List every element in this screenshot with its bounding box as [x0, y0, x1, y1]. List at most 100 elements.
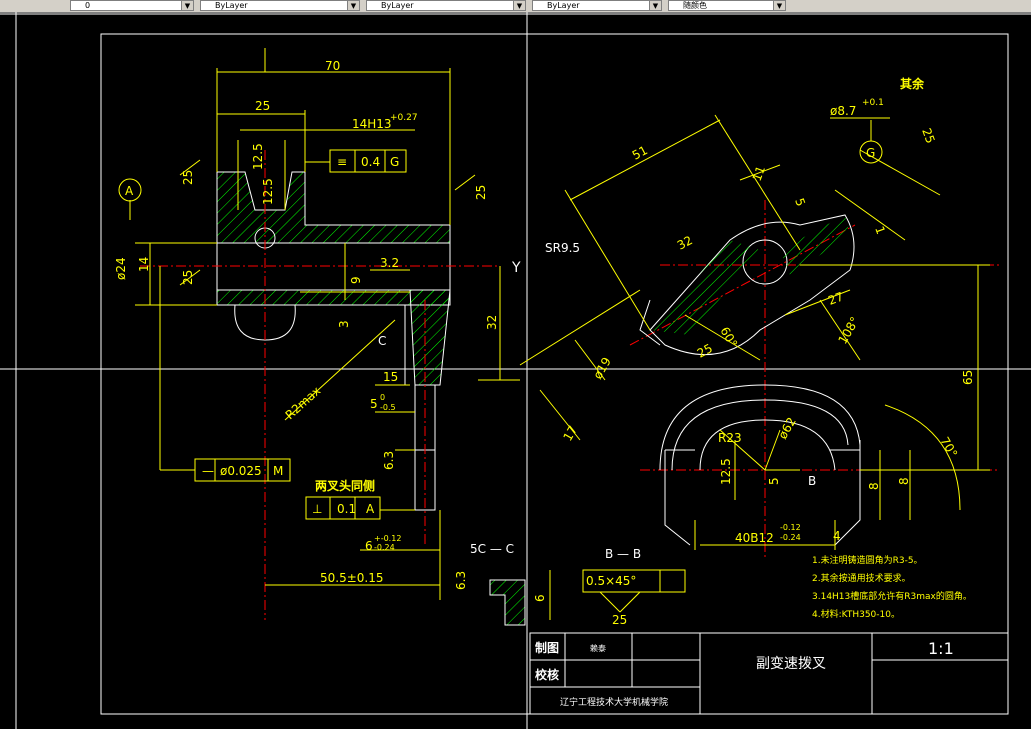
rough-6-3: 6.3 [382, 451, 396, 470]
perp-datum: A [366, 502, 375, 516]
drawing-canvas[interactable]: 70 25 14H13 +0.27 12.5 12.5 ≡ 0.4 G 25 2… [0, 12, 1031, 729]
dim-40b12: 40B12 [735, 531, 774, 545]
layer-dropdown[interactable]: 0 ▼ [70, 0, 194, 11]
rough-left-mid: 25 [181, 270, 195, 285]
flatness-symbol: ≡ [337, 155, 347, 169]
note-1: 1.未注明铸造圆角为R3-5。 [812, 554, 923, 566]
dim-32: 32 [485, 315, 499, 330]
dim-32: 32 [675, 233, 695, 253]
scale-value: 1:1 [928, 639, 954, 658]
dim-14h13: 14H13 [352, 117, 392, 131]
dim-40b12-tol-up: -0.12 [780, 523, 801, 532]
dim-6-tol: +-0.12 [374, 534, 401, 543]
pos-symbol: — [202, 464, 214, 478]
dim-8a: 8 [867, 482, 881, 490]
rough-right-top: 25 [474, 185, 488, 200]
chevron-down-icon[interactable]: ▼ [181, 1, 193, 10]
chamfer: 0.5×45° [586, 574, 636, 588]
dim-11: 11 [750, 164, 768, 183]
dim-d62: ø62 [775, 415, 798, 442]
rest-rough: 其余 [900, 76, 925, 91]
pos-modifier: M [273, 464, 283, 478]
dim-17: 17 [560, 423, 580, 443]
note-2: 2.其余按通用技术要求。 [812, 572, 911, 584]
axis-y: Y [511, 260, 521, 276]
datum-g: G [866, 146, 875, 160]
dim-6-tol-low: -0.24 [374, 543, 395, 552]
dim-50-5: 50.5±0.15 [320, 571, 384, 585]
dim-r23: R23 [718, 431, 742, 445]
dim-9: 9 [349, 276, 363, 284]
viewport-lines [0, 12, 1031, 729]
layer-value: 0 [85, 1, 91, 10]
title-block: 制图 赖泰 校核 副变速拨叉 1:1 辽宁工程技术大学机械学院 [529, 632, 1009, 715]
dim-108: 108° [835, 314, 862, 346]
dim-d24: ø24 [114, 257, 128, 280]
chevron-down-icon[interactable]: ▼ [649, 1, 661, 10]
datum-a: A [125, 184, 134, 198]
dim-3: 3 [337, 320, 351, 328]
chevron-down-icon[interactable]: ▼ [773, 1, 785, 10]
rough-25: 25 [919, 126, 937, 145]
dim-70: 70 [325, 59, 340, 73]
dim-6: 6 [365, 539, 373, 553]
note-3: 3.14H13槽底部允许有R3max的圆角。 [812, 590, 972, 602]
dim-12-5: 12.5 [719, 458, 733, 485]
front-view: 70 25 14H13 +0.27 12.5 12.5 ≡ 0.4 G 25 2… [114, 48, 551, 626]
flatness-value: 0.4 [361, 155, 380, 169]
plotstyle-value: 随颜色 [683, 1, 707, 10]
technical-notes: 1.未注明铸造圆角为R3-5。 2.其余按通用技术要求。 3.14H13槽底部允… [812, 554, 972, 620]
note-both-fork: 两叉头同侧 [315, 478, 375, 493]
dim-15: 15 [383, 370, 398, 384]
color-value: ByLayer [215, 1, 248, 10]
part-name: 副变速拨叉 [756, 656, 826, 672]
linetype-dropdown[interactable]: ByLayer ▼ [366, 0, 526, 11]
dim-25: 25 [695, 341, 715, 361]
draw-label: 制图 [535, 640, 559, 655]
label-b: B [808, 474, 816, 488]
dim-r2max: R2max [283, 384, 324, 423]
dim-d8-7-tol: +0.1 [862, 98, 884, 108]
dim-12-5-a: 12.5 [251, 143, 265, 170]
rough-6-3-b: 6.3 [454, 571, 468, 590]
lineweight-value: ByLayer [547, 1, 580, 10]
section-c: C [378, 334, 386, 348]
dim-5: 5 [767, 477, 781, 485]
section-label-cc: 5C — C [470, 542, 514, 556]
plotstyle-dropdown[interactable]: 随颜色 ▼ [668, 0, 786, 11]
perp-value: 0.1 [337, 502, 356, 516]
rough-3-2: 3.2 [380, 256, 399, 270]
side-view: 51 11 32 SR9.5 ø8.7 +0.1 G 25 5 其余 1 27 … [519, 76, 1000, 627]
linetype-value: ByLayer [381, 1, 414, 10]
dim-12-5-b: 12.5 [261, 178, 275, 205]
dim-1: 1 [872, 224, 888, 236]
dim-14-vert: 14 [137, 257, 151, 272]
check-label: 校核 [535, 667, 559, 682]
rough-5: 5 [792, 196, 808, 208]
section-bb: B — B [605, 547, 641, 561]
rough-left-top: 25 [181, 170, 195, 185]
lineweight-dropdown[interactable]: ByLayer ▼ [532, 0, 662, 11]
dim-sr9-5: SR9.5 [545, 241, 580, 255]
dim-65: 65 [961, 370, 975, 385]
dim-d8-7: ø8.7 [830, 104, 856, 118]
chamfer-rough: 25 [612, 613, 627, 627]
pos-value: ø0.025 [220, 464, 262, 478]
tol-14h13: +0.27 [390, 113, 418, 123]
dim-25-top: 25 [255, 99, 270, 113]
dim-27: 27 [826, 289, 845, 307]
dim-40b12-tol-low: -0.24 [780, 533, 801, 542]
dim-4: 4 [833, 529, 841, 543]
dim-5-tol: 5 [370, 397, 378, 411]
draw-name: 赖泰 [590, 643, 606, 653]
school-name: 辽宁工程技术大学机械学院 [560, 696, 668, 708]
sect-dim-6: 6 [533, 594, 547, 602]
dim-5-tol-up: 0 [380, 393, 385, 402]
dim-51: 51 [630, 143, 650, 163]
chevron-down-icon[interactable]: ▼ [347, 1, 359, 10]
color-dropdown[interactable]: ByLayer ▼ [200, 0, 360, 11]
dim-d19: ø19 [590, 355, 613, 382]
chevron-down-icon[interactable]: ▼ [513, 1, 525, 10]
dim-8b: 8 [897, 477, 911, 485]
flatness-datum: G [390, 155, 399, 169]
